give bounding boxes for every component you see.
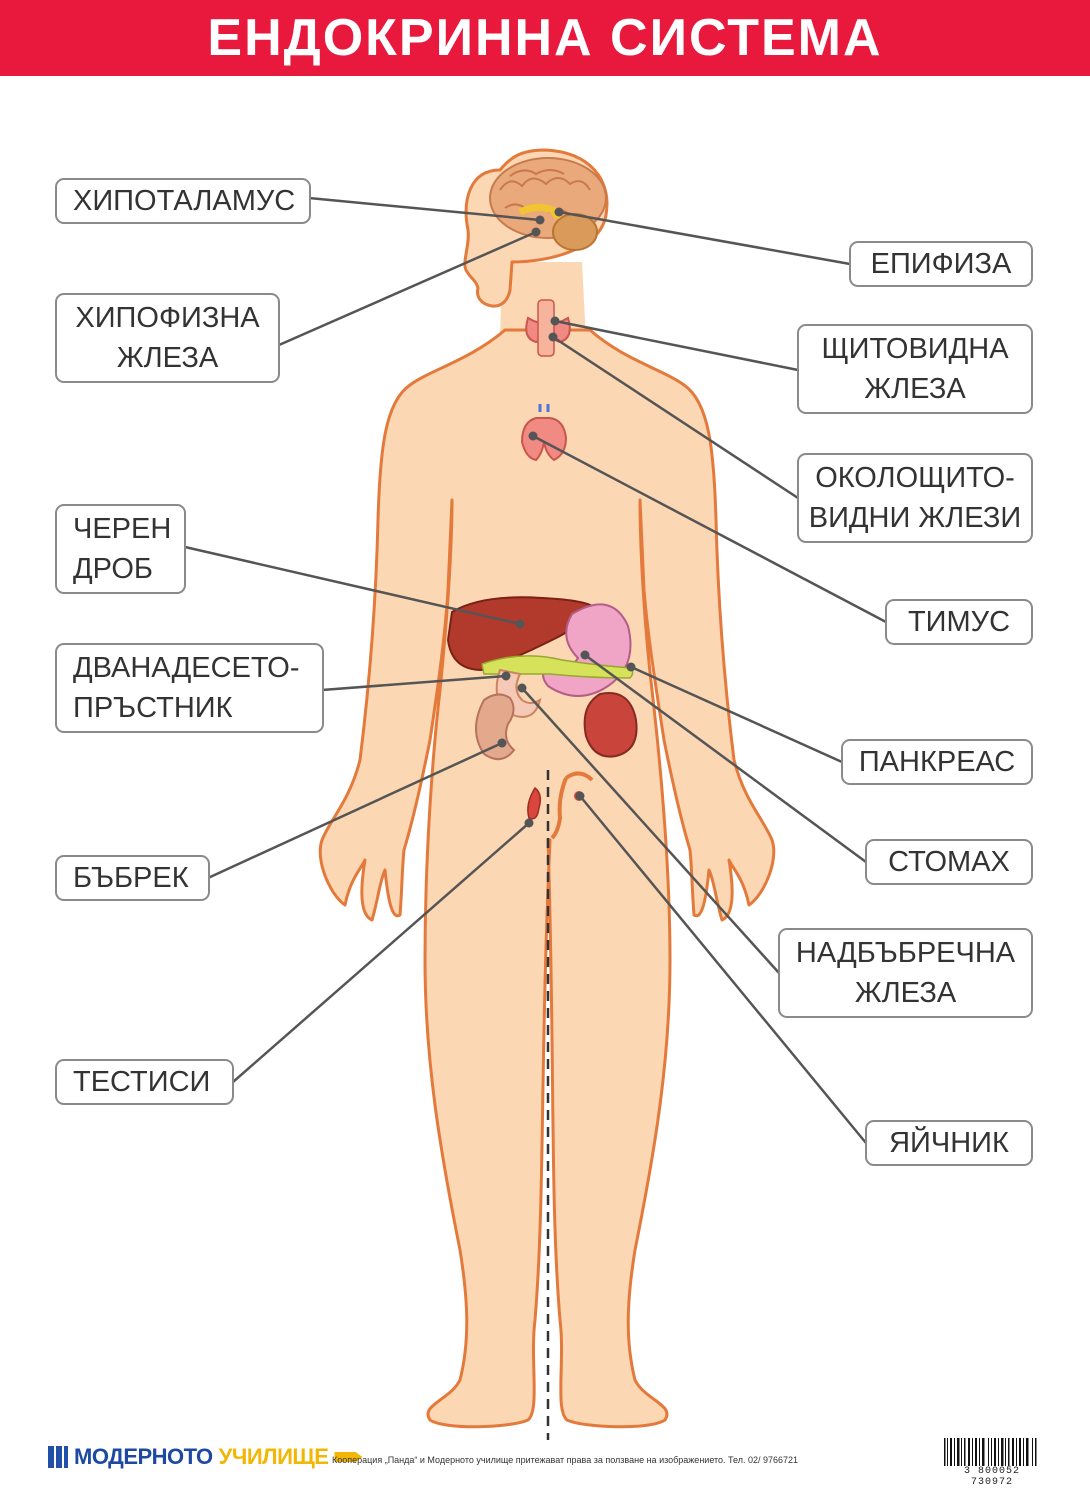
barcode-icon: [944, 1438, 1037, 1478]
label-kidney: БЪБРЕК: [55, 855, 210, 901]
label-thymus: ТИМУС: [885, 599, 1033, 645]
copyright-notice: Кооперация „Панда“ и Модерното училище п…: [332, 1455, 799, 1465]
label-pineal: ЕПИФИЗА: [849, 241, 1033, 287]
leader-thymus: [532, 434, 887, 624]
leader-adrenal: [521, 687, 780, 974]
thymus-organ: [520, 404, 568, 462]
leader-liver: [184, 545, 521, 626]
leader-thyroid: [554, 319, 799, 372]
logo-text-part2: УЧИЛИЩЕ: [218, 1444, 329, 1469]
label-duodenum: ДВАНАДЕСЕТО- ПРЪСТНИК: [55, 643, 324, 733]
label-pituitary: ХИПОФИЗНА ЖЛЕЗА: [55, 293, 280, 383]
pancreas-organ: [481, 655, 634, 679]
label-liver: ЧЕРЕН ДРОБ: [55, 504, 186, 594]
pencil-icon: [334, 1452, 363, 1462]
label-hypothalamus: ХИПОТАЛАМУС: [55, 178, 311, 224]
label-pancreas: ПАНКРЕАС: [841, 739, 1033, 785]
leader-pancreas: [630, 665, 843, 764]
leader-pituitary: [278, 230, 537, 347]
title-banner: ЕНДОКРИННА СИСТЕМА: [0, 0, 1090, 76]
label-ovary: ЯЙЧНИК: [865, 1120, 1033, 1166]
label-stomach: СТОМАХ: [865, 839, 1033, 885]
leader-stomach: [584, 653, 867, 864]
publisher-logo: МОДЕРНОТО УЧИЛИЩЕ: [48, 1444, 363, 1470]
leader-kidney: [207, 741, 503, 880]
leader-hypothalamus: [308, 196, 541, 222]
leader-lines: [184, 196, 887, 1144]
barcode-number: 3 800052 730972: [940, 1466, 1044, 1488]
label-thyroid: ЩИТОВИДНА ЖЛЕЗА: [797, 324, 1033, 414]
label-adrenal: НАДБЪБРЕЧНА ЖЛЕЗА: [778, 928, 1033, 1018]
page-title: ЕНДОКРИННА СИСТЕМА: [207, 9, 883, 67]
leader-ovary: [579, 795, 867, 1144]
leader-testes: [232, 822, 530, 1083]
leader-endpoints: [497, 207, 636, 828]
leader-pineal: [558, 210, 851, 266]
logo-mark-icon: [48, 1446, 68, 1468]
label-parathyroid: ОКОЛОЩИТО- ВИДНИ ЖЛЕЗИ: [797, 453, 1033, 543]
label-testes: ТЕСТИСИ: [55, 1059, 234, 1105]
leader-parathyroid: [552, 335, 799, 500]
logo-text-part1: МОДЕРНОТО: [74, 1444, 213, 1469]
leader-duodenum: [321, 674, 507, 692]
